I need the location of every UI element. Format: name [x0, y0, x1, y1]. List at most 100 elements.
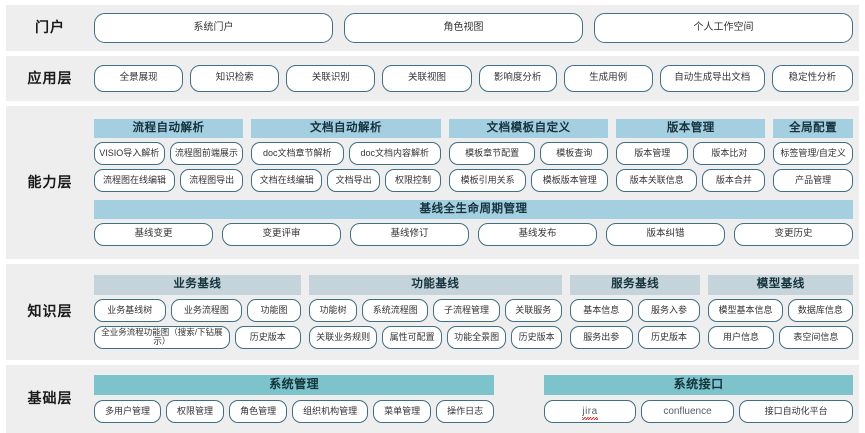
found-item-permission-mgmt[interactable]: 权限管理 — [166, 399, 225, 423]
knowledge-group-function-baseline: 功能基线 功能树 系统流程图 子流程管理 关联服务 关联业务规则 属性可配置 功… — [308, 275, 562, 349]
lifecycle-item-baseline-change[interactable]: 基线变更 — [94, 223, 213, 247]
cap-item-template-chapter-config[interactable]: 模板章节配置 — [449, 142, 536, 165]
app-item-stability-analysis[interactable]: 稳定性分析 — [771, 65, 853, 92]
application-items: 全景展现 知识检索 关联识别 关联视图 影响度分析 生成用例 自动生成导出文档 … — [94, 65, 859, 92]
know-item-model-basic-info[interactable]: 模型基本信息 — [708, 298, 783, 322]
cap-item-template-version-mgmt[interactable]: 模板版本管理 — [531, 169, 609, 192]
app-item-generate-usecase[interactable]: 生成用例 — [563, 65, 653, 92]
lifecycle-items: 基线变更 变更评审 基线修订 基线发布 版本纠错 变更历史 — [94, 223, 853, 247]
lifecycle-item-version-correction[interactable]: 版本纠错 — [606, 223, 725, 247]
know-item-history-version-function[interactable]: 历史版本 — [511, 325, 562, 349]
cap-item-doc-online-edit[interactable]: 文档在线编辑 — [251, 169, 323, 192]
found-item-confluence[interactable]: confluence — [640, 399, 735, 423]
cap-item-doc-content-parse[interactable]: doc文档内容解析 — [348, 142, 442, 165]
know-item-attribute-configurable[interactable]: 属性可配置 — [382, 325, 442, 349]
cap-item-version-relation-info[interactable]: 版本关联信息 — [616, 169, 698, 192]
know-item-system-flowchart[interactable]: 系统流程图 — [362, 298, 429, 322]
band-label-capability: 能力层 — [27, 173, 73, 190]
portal-item-system-portal[interactable]: 系统门户 — [94, 13, 333, 43]
band-label-foundation: 基础层 — [27, 390, 73, 407]
know-item-database-info[interactable]: 数据库信息 — [787, 298, 853, 322]
portal-item-personal-workspace[interactable]: 个人工作空间 — [594, 13, 853, 43]
know-item-function-panorama[interactable]: 功能全景图 — [446, 325, 507, 349]
lifecycle-item-change-review[interactable]: 变更评审 — [222, 223, 341, 247]
jira-label: jira — [582, 405, 599, 421]
foundation-group-system-interface: 系统接口 jira confluence 接口自动化平台 — [544, 375, 853, 423]
band-label-application: 应用层 — [27, 69, 73, 86]
lifecycle-item-baseline-revision[interactable]: 基线修订 — [350, 223, 469, 247]
group-header-model-baseline: 模型基线 — [708, 275, 853, 295]
lifecycle-item-change-history[interactable]: 变更历史 — [734, 223, 853, 247]
capability-groups: 流程自动解析 VISIO导入解析 流程图前端展示 流程图在线编辑 流程图导出 — [94, 118, 853, 192]
group-header-version-mgmt: 版本管理 — [616, 118, 766, 138]
know-item-history-version-business[interactable]: 历史版本 — [234, 325, 301, 349]
know-item-user-info[interactable]: 用户信息 — [708, 325, 774, 349]
found-item-menu-mgmt[interactable]: 菜单管理 — [373, 399, 432, 423]
cap-item-tag-management[interactable]: 标签管理/自定义 — [773, 142, 853, 165]
lifecycle-item-baseline-release[interactable]: 基线发布 — [478, 223, 597, 247]
knowledge-group-business-baseline: 业务基线 业务基线树 业务流程图 功能图 全业务流程功能图（搜索/下钻展示） 历… — [94, 275, 301, 349]
know-item-business-baseline-tree[interactable]: 业务基线树 — [94, 298, 166, 322]
capability-group-version-mgmt: 版本管理 版本管理 版本比对 版本关联信息 版本合并 — [616, 118, 766, 192]
found-item-jira[interactable]: jira — [544, 399, 636, 423]
portal-item-role-view[interactable]: 角色视图 — [344, 13, 583, 43]
found-item-operation-log[interactable]: 操作日志 — [436, 399, 495, 423]
app-item-impact-analysis[interactable]: 影响度分析 — [478, 65, 557, 92]
know-item-history-version-service[interactable]: 历史版本 — [637, 325, 701, 349]
cap-item-permission-control[interactable]: 权限控制 — [384, 169, 441, 192]
know-item-full-business-flow-function-chart[interactable]: 全业务流程功能图（搜索/下钻展示） — [94, 325, 230, 349]
cap-item-version-compare[interactable]: 版本比对 — [693, 142, 766, 165]
cap-item-doc-export[interactable]: 文档导出 — [327, 169, 380, 192]
found-item-org-structure-mgmt[interactable]: 组织机构管理 — [292, 399, 369, 423]
knowledge-body: 业务基线 业务基线树 业务流程图 功能图 全业务流程功能图（搜索/下钻展示） 历… — [94, 269, 859, 354]
know-item-business-flowchart[interactable]: 业务流程图 — [170, 298, 243, 322]
group-header-doc-template: 文档模板自定义 — [449, 118, 609, 138]
app-item-relation-view[interactable]: 关联视图 — [382, 65, 472, 92]
capability-group-document-parse: 文档自动解析 doc文档章节解析 doc文档内容解析 文档在线编辑 文档导出 权… — [251, 118, 442, 192]
cap-item-version-management[interactable]: 版本管理 — [616, 142, 689, 165]
group-header-global-config: 全局配置 — [773, 118, 853, 138]
group-header-service-baseline: 服务基线 — [569, 275, 701, 295]
found-item-role-mgmt[interactable]: 角色管理 — [229, 399, 288, 423]
band-portal: 门户 系统门户 角色视图 个人工作空间 — [6, 5, 859, 51]
know-item-basic-info[interactable]: 基本信息 — [569, 298, 633, 322]
group-header-business-baseline: 业务基线 — [94, 275, 301, 295]
app-item-auto-export-doc[interactable]: 自动生成导出文档 — [659, 65, 765, 92]
found-item-api-automation-platform[interactable]: 接口自动化平台 — [739, 399, 853, 423]
foundation-body: 系统管理 多用户管理 权限管理 角色管理 组织机构管理 菜单管理 操作日志 系统… — [94, 369, 859, 429]
group-header-system-interface: 系统接口 — [544, 375, 853, 395]
cap-item-version-merge[interactable]: 版本合并 — [702, 169, 766, 192]
cap-item-flowchart-frontend-display[interactable]: 流程图前端展示 — [169, 142, 244, 165]
app-item-panorama[interactable]: 全景展现 — [94, 65, 184, 92]
know-item-function-tree[interactable]: 功能树 — [308, 298, 358, 322]
know-item-service-output-param[interactable]: 服务出参 — [569, 325, 633, 349]
app-item-knowledge-search[interactable]: 知识检索 — [190, 65, 280, 92]
cap-item-template-query[interactable]: 模板查询 — [540, 142, 609, 165]
know-item-service-input-param[interactable]: 服务入参 — [637, 298, 701, 322]
know-item-related-business-rule[interactable]: 关联业务规则 — [308, 325, 378, 349]
know-item-tablespace-info[interactable]: 表空间信息 — [778, 325, 853, 349]
cap-item-visio-import-parse[interactable]: VISIO导入解析 — [94, 142, 165, 165]
cap-item-doc-chapter-parse[interactable]: doc文档章节解析 — [251, 142, 344, 165]
cap-item-template-reference[interactable]: 模板引用关系 — [449, 169, 527, 192]
app-item-relation-recognition[interactable]: 关联识别 — [286, 65, 376, 92]
found-item-multi-user-mgmt[interactable]: 多用户管理 — [94, 399, 162, 423]
capability-group-process-parse: 流程自动解析 VISIO导入解析 流程图前端展示 流程图在线编辑 流程图导出 — [94, 118, 244, 192]
know-item-related-service[interactable]: 关联服务 — [504, 298, 562, 322]
cap-item-flowchart-export[interactable]: 流程图导出 — [180, 169, 244, 192]
capability-group-doc-template: 文档模板自定义 模板章节配置 模板查询 模板引用关系 模板版本管理 — [449, 118, 609, 192]
group-header-process-parse: 流程自动解析 — [94, 118, 244, 138]
know-item-function-chart[interactable]: 功能图 — [247, 298, 301, 322]
group-header-document-parse: 文档自动解析 — [251, 118, 441, 138]
cap-item-product-management[interactable]: 产品管理 — [773, 169, 853, 192]
know-item-subprocess-mgmt[interactable]: 子流程管理 — [433, 298, 500, 322]
group-header-function-baseline: 功能基线 — [308, 275, 562, 295]
group-header-baseline-lifecycle: 基线全生命周期管理 — [94, 200, 853, 220]
capability-body: 流程自动解析 VISIO导入解析 流程图前端展示 流程图在线编辑 流程图导出 — [94, 113, 859, 252]
band-label-portal: 门户 — [35, 19, 65, 36]
cap-item-flowchart-online-edit[interactable]: 流程图在线编辑 — [94, 169, 176, 192]
band-foundation: 基础层 系统管理 多用户管理 权限管理 角色管理 组织机构管理 菜单管理 操作日… — [6, 365, 859, 433]
capability-group-global-config: 全局配置 标签管理/自定义 产品管理 — [773, 118, 853, 192]
band-label-knowledge: 知识层 — [27, 303, 73, 320]
